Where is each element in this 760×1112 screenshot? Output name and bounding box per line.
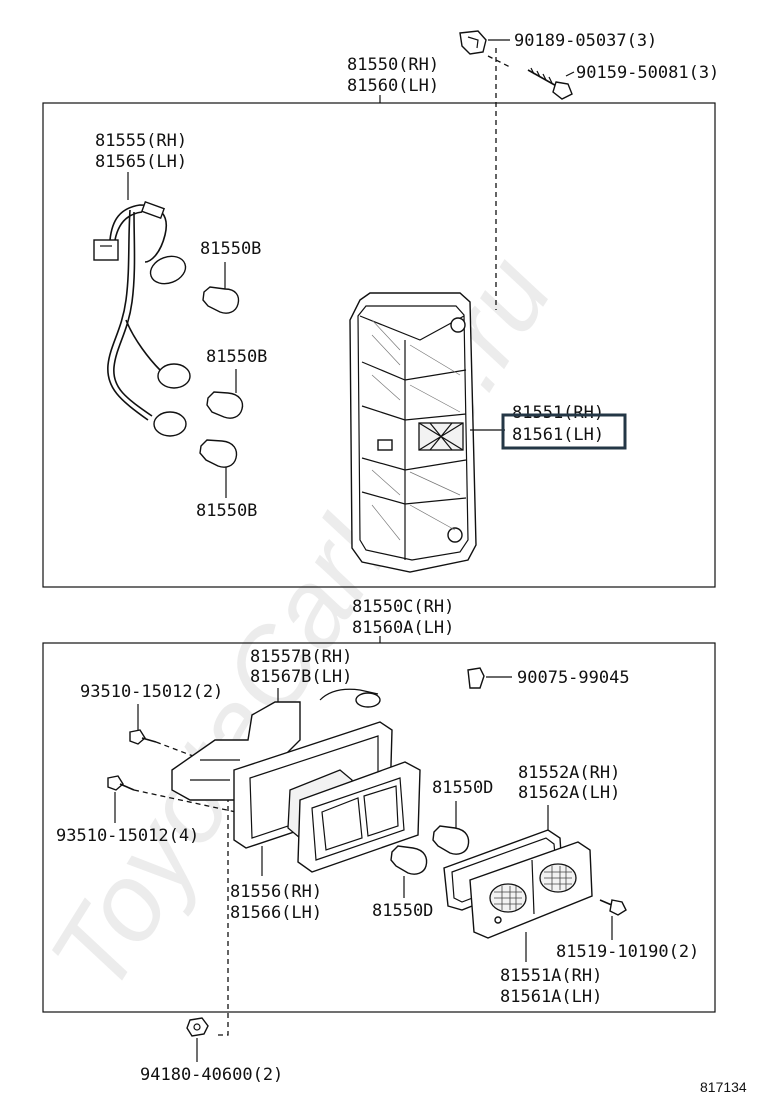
bottom-section-frame — [42, 642, 716, 1013]
top-assembly-lh-label[interactable]: 81560(LH) — [347, 76, 439, 96]
socket-wire-rh-label[interactable]: 81555(RH) — [95, 131, 187, 151]
clip-part-label[interactable]: 90189-05037(3) — [514, 31, 657, 51]
housing-rh-label[interactable]: 81556(RH) — [230, 882, 322, 902]
bulb-1-label[interactable]: 81550B — [200, 239, 261, 259]
bulb-d-1-part — [432, 825, 470, 855]
gasket-lh-label[interactable]: 81562A(LH) — [518, 783, 620, 803]
bulb-d-2-label[interactable]: 81550D — [372, 901, 433, 921]
grommet-part — [467, 667, 485, 689]
nut-part — [186, 1017, 209, 1037]
lens-screw-label[interactable]: 81519-10190(2) — [556, 942, 699, 962]
bulb-d-2-part — [390, 845, 428, 875]
side-lens-lh-label[interactable]: 81561A(LH) — [500, 987, 602, 1007]
bolt-lower-label[interactable]: 93510-15012(4) — [56, 826, 199, 846]
nut-label[interactable]: 94180-40600(2) — [140, 1065, 283, 1085]
bracket-lh-label[interactable]: 81567B(LH) — [250, 667, 352, 687]
screw-part-label[interactable]: 90159-50081(3) — [576, 63, 719, 83]
bolt-upper-label[interactable]: 93510-15012(2) — [80, 682, 223, 702]
bulb-3-label[interactable]: 81550B — [196, 501, 257, 521]
lens-highlight-box — [501, 413, 627, 450]
bolt-upper-part — [129, 729, 157, 745]
clip-part — [459, 30, 487, 55]
tail-lamp-lens-part — [349, 292, 477, 573]
top-section-frame — [42, 102, 716, 588]
side-lens-part — [469, 841, 593, 939]
bulb-2-label[interactable]: 81550B — [206, 347, 267, 367]
bulb-1-part — [202, 286, 240, 314]
bottom-assembly-rh-label[interactable]: 81550C(RH) — [352, 597, 454, 617]
grommet-label[interactable]: 90075-99045 — [517, 668, 630, 688]
top-assembly-rh-label[interactable]: 81550(RH) — [347, 55, 439, 75]
bulb-3-part — [199, 439, 238, 468]
housing-lh-label[interactable]: 81566(LH) — [230, 903, 322, 923]
bracket-part — [171, 701, 301, 801]
bolt-lower-part — [107, 775, 135, 791]
lens-lh-label[interactable]: 81561(LH) — [512, 425, 604, 445]
gasket-rh-label[interactable]: 81552A(RH) — [518, 763, 620, 783]
screw-part — [527, 67, 573, 100]
lamp-frame-part — [297, 761, 421, 873]
bulb-2-part — [206, 391, 244, 419]
lens-screw-part — [599, 899, 627, 916]
bracket-rh-label[interactable]: 81557B(RH) — [250, 647, 352, 667]
diagram-number: 817134 — [700, 1079, 747, 1095]
lens-rh-label[interactable]: 81551(RH) — [512, 403, 604, 423]
bottom-assembly-lh-label[interactable]: 81560A(LH) — [352, 618, 454, 638]
socket-wire-lh-label[interactable]: 81565(LH) — [95, 152, 187, 172]
bulb-d-1-label[interactable]: 81550D — [432, 778, 493, 798]
socket-wire-part — [93, 200, 191, 437]
side-lens-rh-label[interactable]: 81551A(RH) — [500, 966, 602, 986]
